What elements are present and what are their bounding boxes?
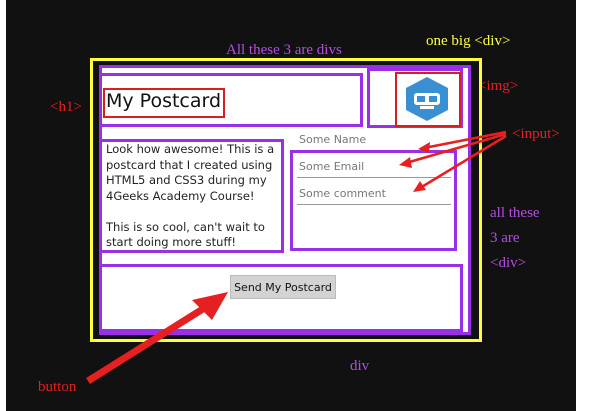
- one-big-div-outline: [90, 58, 482, 342]
- diagram-canvas: All these 3 are divs one big <div> <h1> …: [6, 0, 576, 411]
- h1-outline: [103, 88, 225, 118]
- arrow-to-name-input: [423, 130, 507, 150]
- glasses-face-icon: [406, 77, 448, 121]
- arrow-to-button: [86, 304, 208, 384]
- form-div: [290, 150, 457, 251]
- label-divs-right-line2: 3 are: [490, 230, 520, 246]
- img-outline: [395, 72, 461, 127]
- label-button: button: [38, 379, 77, 395]
- postcard-message: Look how awesome! This is a postcard tha…: [106, 142, 275, 249]
- label-h1: <h1>: [50, 99, 82, 115]
- arrow-to-email-input: [405, 132, 507, 165]
- message-div: [99, 139, 284, 253]
- button-div: [99, 264, 463, 332]
- header-div: [99, 73, 363, 127]
- label-divs-top: All these 3 are divs: [226, 42, 342, 58]
- label-one-big-div: one big <div>: [426, 33, 511, 49]
- comment-input[interactable]: [297, 183, 451, 205]
- annotation-arrows: [86, 130, 507, 384]
- label-input: <input>: [512, 126, 560, 142]
- label-bottom-div: div: [350, 358, 370, 374]
- arrow-to-comment-input: [419, 134, 507, 190]
- label-img: <img>: [478, 78, 519, 94]
- postcard-title: My Postcard: [106, 90, 222, 112]
- label-divs-right-line1: all these: [490, 205, 540, 221]
- name-input[interactable]: [297, 128, 437, 150]
- label-divs-right-line3: <div>: [490, 255, 527, 271]
- send-postcard-button[interactable]: Send My Postcard: [230, 275, 336, 299]
